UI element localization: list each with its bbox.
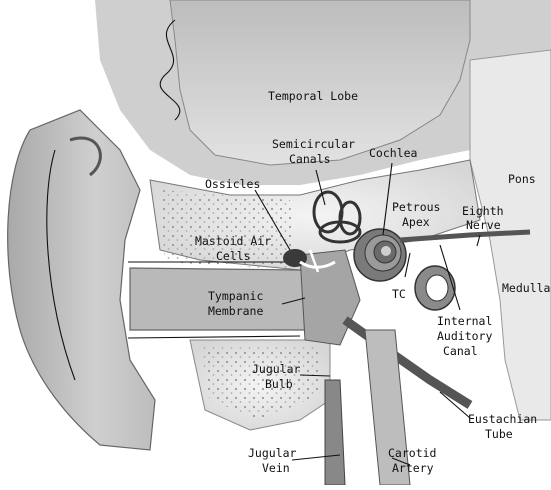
label-jugular-bulb-line1: Jugular <box>252 362 301 376</box>
label-tc: TC <box>392 287 406 301</box>
label-eustachian-tube-line1: Eustachian <box>468 412 537 426</box>
label-temporal-lobe: Temporal Lobe <box>268 89 358 103</box>
label-pons: Pons <box>508 172 536 186</box>
label-semicircular-canals-line1: Semicircular <box>272 137 355 151</box>
label-eighth-nerve-line1: Eighth <box>462 204 504 218</box>
label-jugular-vein-line1: Jugular <box>248 446 297 460</box>
label-internal-auditory-canal-line2: Auditory <box>437 329 492 343</box>
label-eustachian-tube-line2: Tube <box>485 427 513 441</box>
label-tympanic-membrane-line2: Membrane <box>208 304 263 318</box>
label-semicircular-canals-line2: Canals <box>289 152 331 166</box>
label-medulla: Medulla <box>502 281 550 295</box>
label-internal-auditory-canal-line3: Canal <box>443 344 478 358</box>
label-jugular-bulb-line2: Bulb <box>265 377 293 391</box>
label-jugular-vein-line2: Vein <box>262 461 290 475</box>
label-petrous-apex-line1: Petrous <box>392 200 440 214</box>
label-cochlea: Cochlea <box>369 146 417 160</box>
label-carotid-artery-line1: Carotid <box>388 446 436 460</box>
label-tympanic-membrane-line1: Tympanic <box>208 289 263 303</box>
label-eighth-nerve-line2: Nerve <box>466 218 501 232</box>
label-mastoid-air-cells-line1: Mastoid Air <box>195 234 271 248</box>
label-carotid-artery-line2: Artery <box>392 461 434 475</box>
cochlea-graphic <box>354 229 406 281</box>
label-mastoid-air-cells-line2: Cells <box>216 249 251 263</box>
label-petrous-apex-line2: Apex <box>402 215 430 229</box>
label-internal-auditory-canal-line1: Internal <box>437 314 492 328</box>
label-ossicles: Ossicles <box>205 177 260 191</box>
